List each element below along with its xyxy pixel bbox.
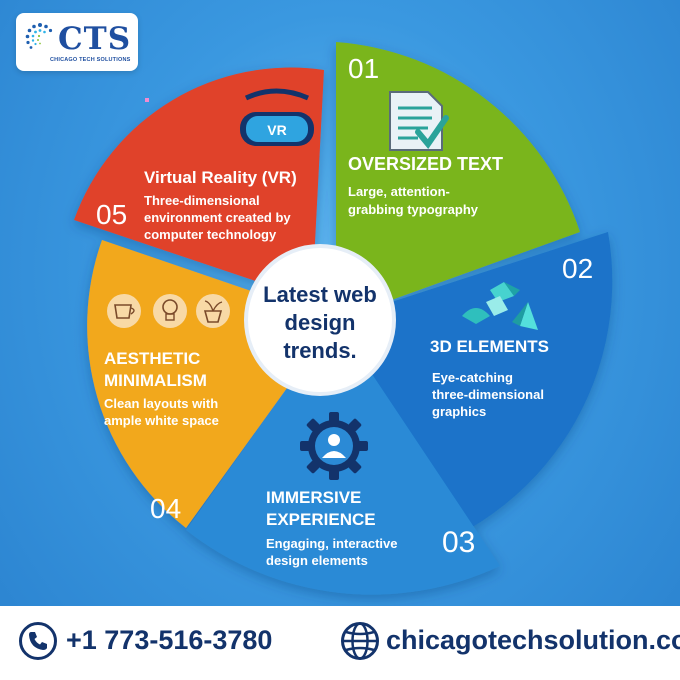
title-03-line2: EXPERIENCE xyxy=(266,510,376,529)
desc-01-line1: Large, attention- xyxy=(348,184,450,199)
desc-04-line2: ample white space xyxy=(104,413,219,428)
desc-04-line1: Clean layouts with xyxy=(104,396,218,411)
sparkle-dot xyxy=(145,98,149,102)
desc-03-line1: Engaging, interactive xyxy=(266,536,397,551)
contact-footer xyxy=(0,606,680,680)
center-title-line2: design xyxy=(285,310,356,335)
desc-02-line1: Eye-catching xyxy=(432,370,513,385)
title-03-line1: IMMERSIVE xyxy=(266,488,361,507)
logo-dots-icon xyxy=(25,23,53,49)
coffee-icon xyxy=(107,294,141,328)
number-05: 05 xyxy=(96,199,127,230)
title-04-line2: MINIMALISM xyxy=(104,371,207,390)
vr-headset-icon: VR xyxy=(240,88,314,146)
phone-icon[interactable] xyxy=(18,621,58,661)
center-title-line3: trends. xyxy=(283,338,356,363)
number-02: 02 xyxy=(562,253,593,284)
logo-text: CTS xyxy=(58,21,132,57)
user-gear-icon xyxy=(300,412,368,480)
desc-03-line2: design elements xyxy=(266,553,368,568)
website-link[interactable]: chicagotechsolution.com xyxy=(386,625,680,655)
logo-subtitle: CHICAGO TECH SOLUTIONS xyxy=(50,57,131,63)
desc-02-line2: three-dimensional xyxy=(432,387,544,402)
lightbulb-icon xyxy=(153,294,187,328)
desc-01-line2: grabbing typography xyxy=(348,202,479,217)
logo-card[interactable]: CTS CHICAGO TECH SOLUTIONS xyxy=(16,13,138,71)
number-03: 03 xyxy=(442,526,475,559)
3d-shapes-icon xyxy=(462,282,538,330)
phone-number[interactable]: +1 773-516-3780 xyxy=(66,625,273,655)
number-01: 01 xyxy=(348,53,379,84)
desc-02-line3: graphics xyxy=(432,404,486,419)
globe-icon[interactable] xyxy=(340,621,380,661)
title-05: Virtual Reality (VR) xyxy=(144,168,297,187)
desc-05-line2: environment created by xyxy=(144,210,291,225)
title-02: 3D ELEMENTS xyxy=(430,337,549,356)
svg-text:VR: VR xyxy=(267,122,286,138)
minimal-icons xyxy=(107,294,230,328)
number-04: 04 xyxy=(150,493,181,524)
document-check-icon xyxy=(389,91,449,151)
center-circle xyxy=(244,244,396,396)
desc-05-line1: Three-dimensional xyxy=(144,193,260,208)
desc-05-line3: computer technology xyxy=(144,227,277,242)
center-title-line1: Latest web xyxy=(263,282,377,307)
title-04-line1: AESTHETIC xyxy=(104,349,200,368)
title-01: OVERSIZED TEXT xyxy=(348,154,503,174)
